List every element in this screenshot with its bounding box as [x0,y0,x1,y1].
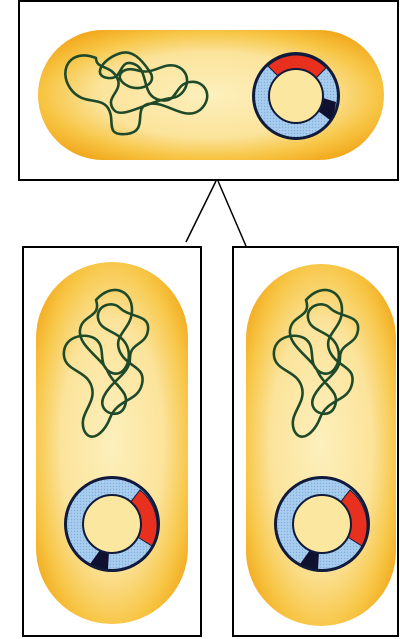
daughter-cell-left-panel [23,247,201,636]
parent-cell-panel [19,1,398,180]
division-connector-lines [186,181,246,246]
plasmid-icon [274,476,370,572]
plasmid-icon [252,52,340,140]
daughter-cell-right-panel [233,247,398,636]
plasmid-icon [64,476,160,572]
